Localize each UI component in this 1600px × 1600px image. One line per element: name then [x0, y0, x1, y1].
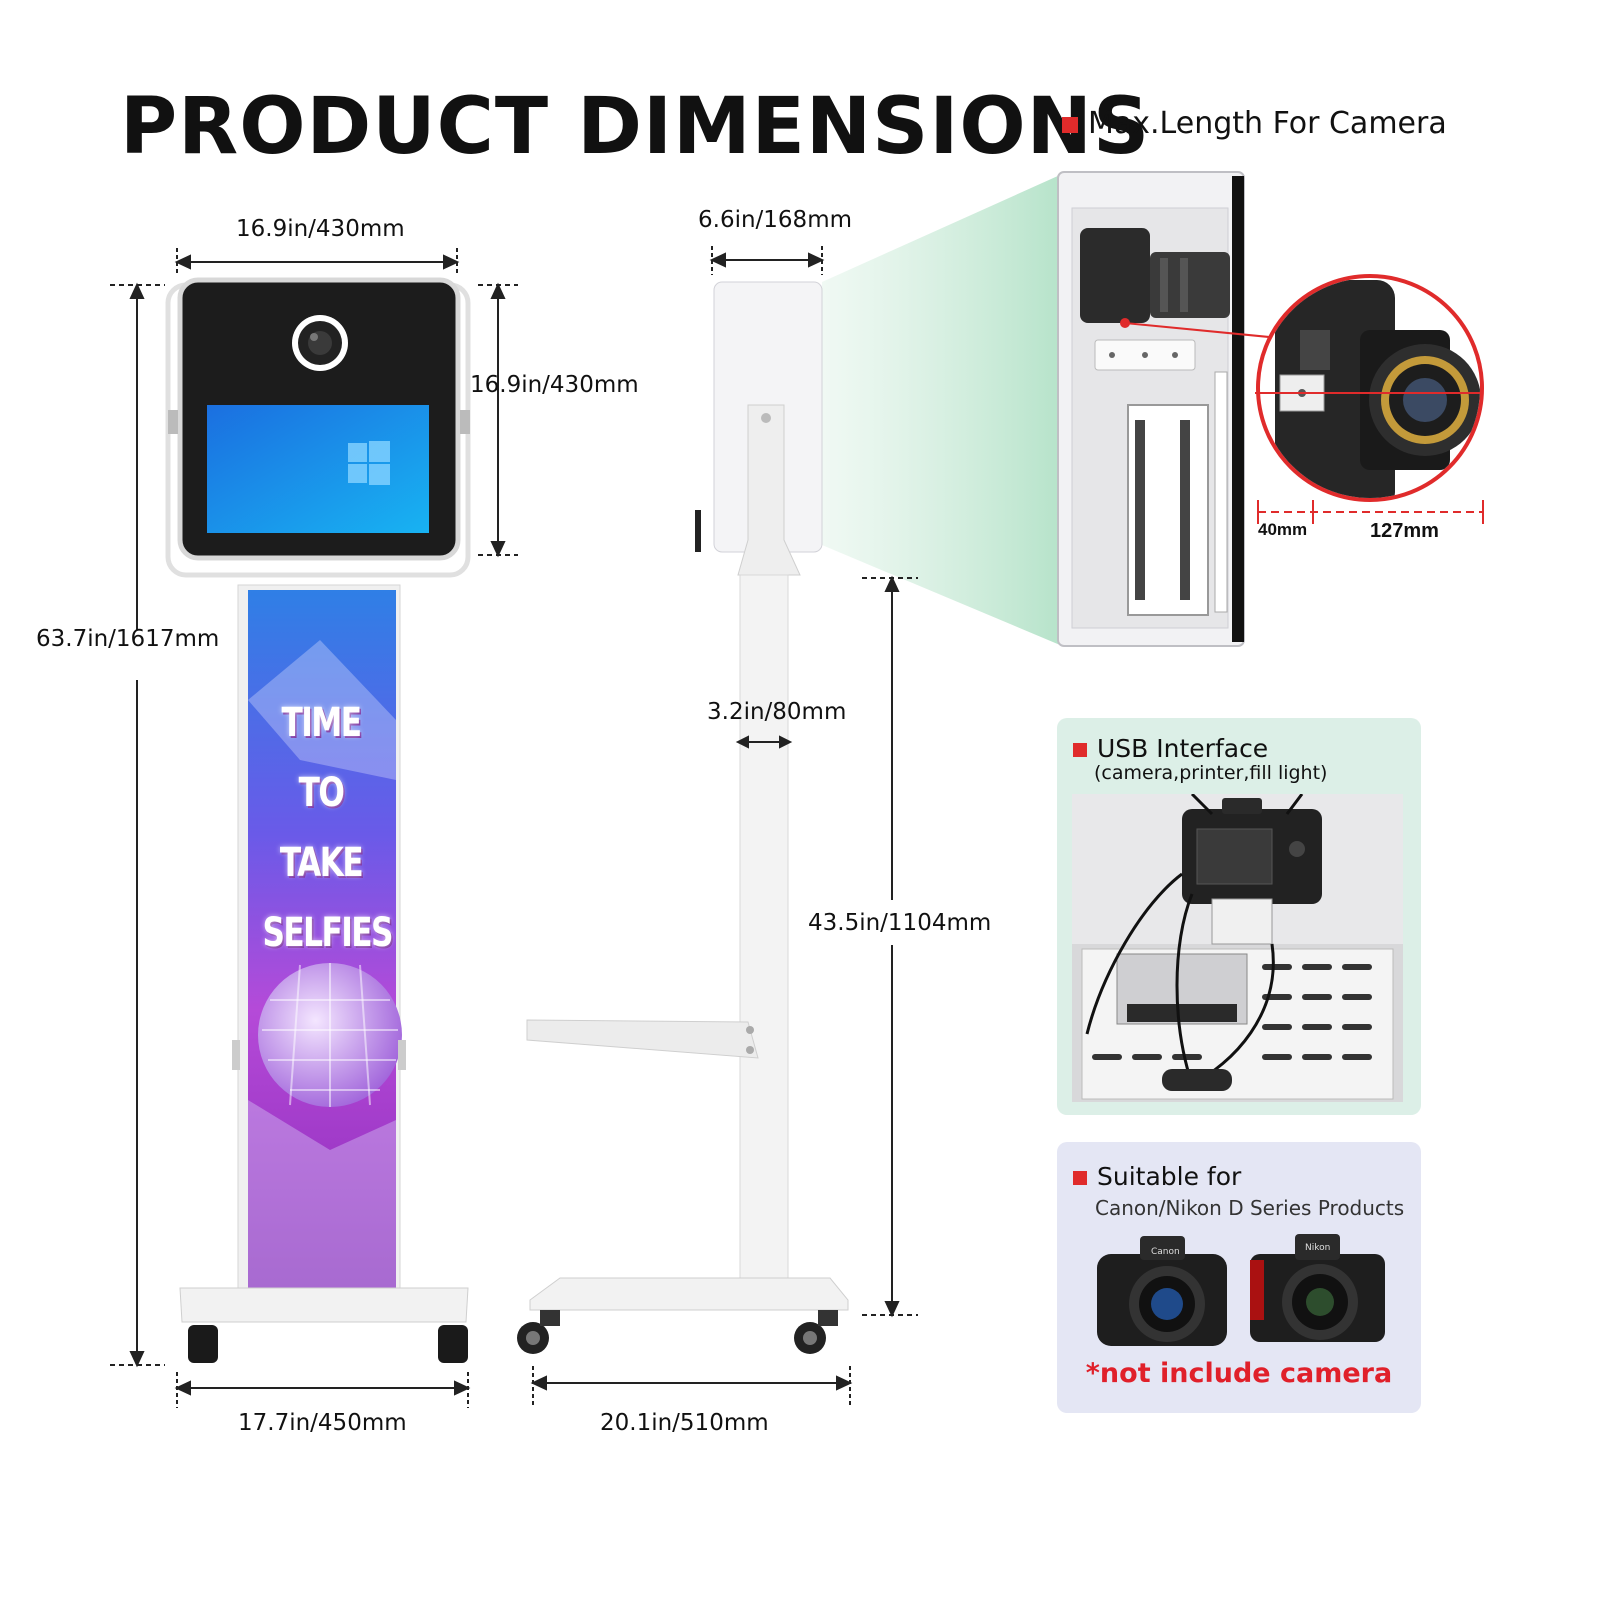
head-width-label: 16.9in/430mm	[236, 216, 405, 242]
canon-brand-text: Canon	[1151, 1247, 1180, 1257]
front-base	[179, 1287, 469, 1323]
windows-logo-icon	[348, 441, 390, 485]
banner-line: SELFIES	[262, 910, 394, 956]
printer-tray	[526, 1019, 759, 1059]
wheel-left	[188, 1325, 218, 1363]
side-base	[529, 1277, 849, 1311]
usb-subheading: (camera,printer,fill light)	[1094, 762, 1328, 784]
nikon-brand-text: Nikon	[1305, 1243, 1330, 1253]
red-square-icon	[1073, 1171, 1087, 1185]
max-length-heading: Max.Length For Camera	[1062, 106, 1447, 141]
wheel-right	[438, 1325, 468, 1363]
front-base-width-label: 17.7in/450mm	[238, 1410, 407, 1436]
suitable-heading-text: Suitable for	[1097, 1162, 1242, 1191]
not-include-camera-note: *not include camera	[1085, 1358, 1393, 1389]
depth-label: 6.6in/168mm	[698, 207, 853, 233]
selfie-banner	[248, 590, 396, 1290]
camera-view-beam	[822, 175, 1060, 645]
measure-127mm: 127mm	[1370, 520, 1439, 542]
banner-line: TO	[298, 770, 345, 816]
banner-text-group: TIME TO TAKE SELFIES	[246, 700, 396, 1000]
head-height-label: 16.9in/430mm	[470, 372, 639, 398]
pole-height-label: 43.5in/1104mm	[808, 910, 992, 936]
usb-interface-panel: USB Interface (camera,printer,fill light…	[1057, 718, 1421, 1115]
touch-screen	[207, 405, 429, 533]
side-pole	[739, 574, 789, 1281]
max-length-heading-text: Max.Length For Camera	[1088, 106, 1447, 141]
banner-line: TAKE	[279, 840, 364, 886]
suitable-for-panel: Suitable for Canon/Nikon D Series Produc…	[1057, 1142, 1421, 1413]
cross-section-illustration	[1057, 171, 1301, 647]
suitable-subheading: Canon/Nikon D Series Products	[1095, 1196, 1405, 1220]
usb-heading-text: USB Interface	[1097, 734, 1269, 763]
total-height-label: 63.7in/1617mm	[36, 626, 220, 652]
red-square-icon	[1073, 743, 1087, 757]
pole-width-label: 3.2in/80mm	[707, 699, 847, 725]
banner-line: TIME	[281, 700, 362, 746]
suitable-heading: Suitable for	[1073, 1162, 1241, 1191]
red-square-icon	[1062, 116, 1078, 133]
tilt-bracket	[737, 404, 801, 576]
side-base-width-label: 20.1in/510mm	[600, 1410, 769, 1436]
measure-40mm: 40mm	[1258, 520, 1308, 539]
zoom-lens-detail	[1255, 274, 1484, 502]
usb-heading: USB Interface	[1073, 734, 1268, 763]
dslr-cameras-illustration: Canon Nikon	[1097, 1234, 1385, 1346]
page-title: PRODUCT DIMENSIONS	[120, 82, 1151, 172]
usb-photo-illustration	[1072, 794, 1403, 1102]
